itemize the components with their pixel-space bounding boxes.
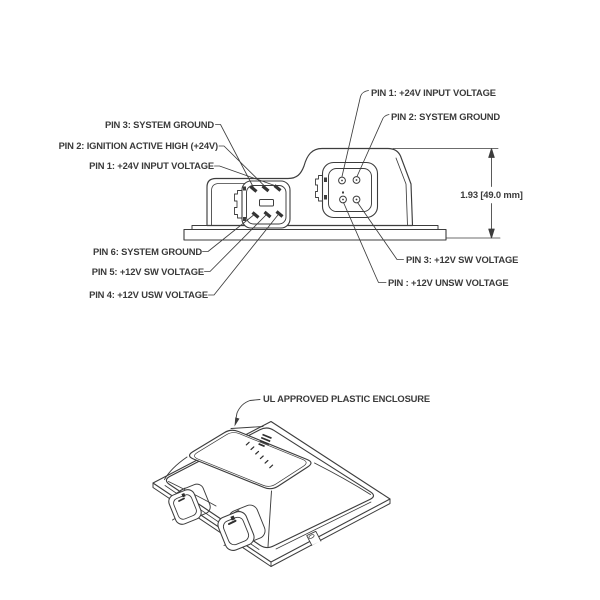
connector-6pin-key-tab xyxy=(234,190,243,219)
connector-4pin-inner xyxy=(328,168,372,212)
leader-ul-label xyxy=(234,399,261,427)
label-ul-enclosure: UL APPROVED PLASTIC ENCLOSURE xyxy=(263,393,431,404)
iso-base-notch xyxy=(306,530,322,546)
leader-arrowhead xyxy=(234,417,240,427)
dimension-text: 1.93 [49.0 mm] xyxy=(458,189,525,200)
label-b-pin-12v-unsw: PIN : +12V UNSW VOLTAGE xyxy=(388,276,509,288)
iso-shroud-small xyxy=(168,483,211,525)
connector-6pin-inner xyxy=(246,185,287,225)
connector-4pin-key-tab xyxy=(315,175,324,202)
dimension-arrow-down xyxy=(488,228,495,239)
height-dimension xyxy=(392,148,501,239)
isometric-view-drawing xyxy=(152,399,391,567)
label-pin4-12v-usw: PIN 4: +12V USW VOLTAGE xyxy=(89,289,208,300)
mounting-step xyxy=(191,225,439,230)
leader-lines-front xyxy=(202,90,404,296)
label-b-pin1-input-voltage: PIN 1: +24V INPUT VOLTAGE xyxy=(371,86,496,98)
iso-cover-top xyxy=(188,429,312,490)
connector-6pin-center-slot xyxy=(259,199,274,207)
connector-6pin xyxy=(234,180,291,229)
front-view-drawing xyxy=(183,90,501,296)
label-b-pin3-12v-sw: PIN 3: +12V SW VOLTAGE xyxy=(406,253,519,265)
label-pin1-input-voltage: PIN 1: +24V INPUT VOLTAGE xyxy=(89,160,214,171)
label-pin6-system-ground: PIN 6: SYSTEM GROUND xyxy=(93,245,202,257)
iso-molded-text-marks xyxy=(245,441,274,469)
connector-4pin-sockets xyxy=(338,176,361,204)
connector-6pin-blades xyxy=(249,184,284,219)
label-pin2-ignition: PIN 2: IGNITION ACTIVE HIGH (+24V) xyxy=(58,140,219,151)
label-pin3-system-ground: PIN 3: SYSTEM GROUND xyxy=(105,119,214,130)
base-plate xyxy=(183,228,447,241)
label-pin5-12v-sw: PIN 5: +12V SW VOLTAGE xyxy=(91,265,204,277)
iso-shroud-large xyxy=(217,504,266,551)
label-b-pin2-system-ground: PIN 2: SYSTEM GROUND xyxy=(391,110,500,122)
iso-vent-marks xyxy=(258,433,272,448)
dimension-arrow-up xyxy=(488,148,495,158)
